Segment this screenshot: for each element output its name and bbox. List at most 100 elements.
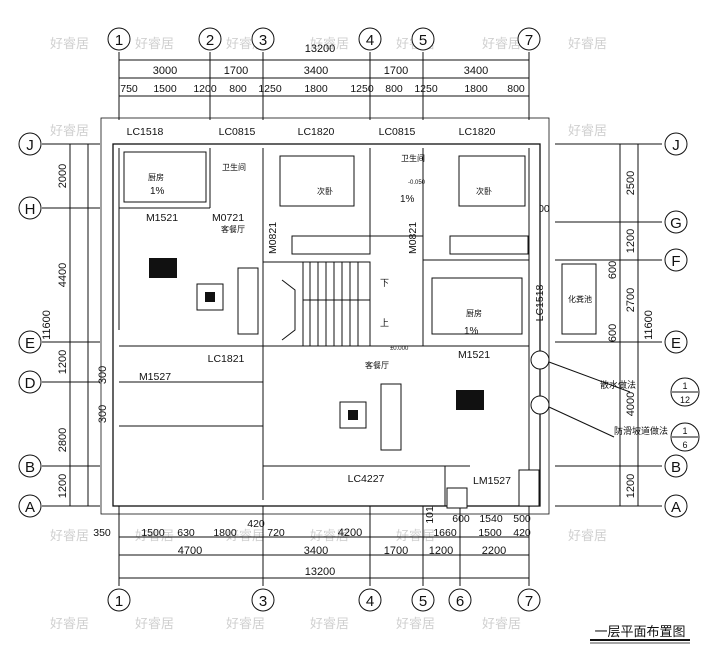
dim-right: 600 <box>607 261 619 279</box>
watermark: 好睿居 <box>50 37 89 52</box>
watermark: 好睿居 <box>310 37 349 52</box>
axis-label: 7 <box>525 593 533 610</box>
window-label: LC1821 <box>208 353 245 365</box>
dim-right-total: 11600 <box>643 310 655 340</box>
dim-bottom-small: 1540 <box>479 513 503 525</box>
axis-label: E <box>25 335 35 352</box>
watermark: 好睿居 <box>568 529 607 544</box>
watermark: 好睿居 <box>226 617 265 632</box>
dim-bottom-detail: 630 <box>177 527 195 539</box>
left-dimensions: 2000 4400 1200 300 2800 1200 300 11600 <box>41 144 109 506</box>
level: -0.050 <box>408 180 426 186</box>
axis-label: 4 <box>366 593 374 610</box>
dim-top-detail: 1200 <box>193 83 217 95</box>
dim-bottom-detail: 1800 <box>213 527 237 539</box>
window-label: LC1518 <box>127 126 164 138</box>
dim-bottom-small: 500 <box>513 513 531 525</box>
window-label: LC0815 <box>219 126 256 138</box>
watermark: 好睿居 <box>568 124 607 139</box>
dim-left: 300 <box>97 366 109 384</box>
dim-bottom-small: 600 <box>452 513 470 525</box>
window-label: LC1518 <box>534 284 546 321</box>
dim-bottom: 1700 <box>384 545 408 557</box>
room-septic-tank: 化粪池 <box>568 294 592 304</box>
dim-top: 1700 <box>224 65 248 77</box>
watermark: 好睿居 <box>482 617 521 632</box>
door-label: M0821 <box>267 222 279 254</box>
dim-right: 600 <box>607 324 619 342</box>
axis-label: A <box>25 499 35 516</box>
axis-label: J <box>672 137 680 154</box>
axis-label: 5 <box>419 593 427 610</box>
room-bedroom: 次卧 <box>317 186 333 196</box>
dim-bottom-detail: 1660 <box>433 527 457 539</box>
dim-left: 1200 <box>57 474 69 498</box>
window-label: LC4227 <box>348 473 385 485</box>
building <box>100 117 631 515</box>
room-bathroom: 卫生间 <box>401 153 425 163</box>
dim-right: 2500 <box>625 171 637 195</box>
axis-label: A <box>671 499 681 516</box>
level: ±0.000 <box>390 346 409 352</box>
dim-top-detail: 1250 <box>350 83 374 95</box>
dim-right: 4000 <box>625 392 637 416</box>
dim-bottom: 2200 <box>482 545 506 557</box>
axis-label: B <box>25 459 35 476</box>
room-labels: 厨房 卫生间 次卧 卫生间 次卧 客餐厅 厨房 客餐厅 化粪池 1% 1% 1%… <box>148 153 592 370</box>
dim-bottom: 4200 <box>338 527 362 539</box>
drawing-title: 一层平面布置图 <box>590 624 690 644</box>
right-dimensions: 2500 1200 600 2700 600 4000 1200 11600 <box>607 144 655 506</box>
axis-label: 1 <box>115 32 123 49</box>
room-living-dining: 客餐厅 <box>221 224 245 234</box>
axis-bubbles-left: J H E D B A <box>18 132 42 518</box>
room-kitchen: 厨房 <box>466 308 482 318</box>
window-label: LC0815 <box>379 126 416 138</box>
dim-top-detail: 800 <box>385 83 403 95</box>
dim-left: 2800 <box>57 428 69 452</box>
dim-top-detail: 1800 <box>464 83 488 95</box>
dim-bottom: 4700 <box>178 545 202 557</box>
dim-top: 3000 <box>153 65 177 77</box>
opening-labels: LC1518 LC0815 LC1820 LC0815 LC1820 LC182… <box>127 126 546 487</box>
ref-num: 1 <box>682 381 687 391</box>
window-label: LC1820 <box>459 126 496 138</box>
door-label: M0821 <box>407 222 419 254</box>
dim-top-detail: 1500 <box>153 83 177 95</box>
watermark: 好睿居 <box>310 617 349 632</box>
dim-top: 3400 <box>464 65 488 77</box>
door-label: M0721 <box>212 212 244 224</box>
dim-top: 1700 <box>384 65 408 77</box>
slope: 1% <box>400 194 415 205</box>
watermark: 好睿居 <box>50 124 89 139</box>
dim-bottom-detail: 350 <box>93 527 111 539</box>
ref-label: 防滑坡道做法 <box>614 425 668 436</box>
watermark: 好睿居 <box>396 617 435 632</box>
watermark: 好睿居 <box>135 37 174 52</box>
ref-den: 12 <box>680 395 690 405</box>
dim-top: 3400 <box>304 65 328 77</box>
dim-bottom-detail: 420 <box>513 527 531 539</box>
watermark: 好睿居 <box>482 37 521 52</box>
dim-left-extra: 300 <box>97 405 109 423</box>
dim-top-detail: 750 <box>120 83 138 95</box>
axis-label: 5 <box>419 32 427 49</box>
room-bedroom: 次卧 <box>476 186 492 196</box>
dim-right: 1200 <box>625 474 637 498</box>
room-bathroom: 卫生间 <box>222 162 246 172</box>
window-label: LC1820 <box>298 126 335 138</box>
bottom-dimensions: 350 1500 630 1800 420 720 1660 1500 420 … <box>93 513 531 579</box>
dim-left: 1200 <box>57 350 69 374</box>
ref-num: 1 <box>682 426 687 436</box>
dim-top-total: 13200 <box>305 43 336 55</box>
slope: 1% <box>150 186 165 197</box>
axis-bubbles-bottom: 1 3 4 5 6 7 <box>107 588 541 612</box>
watermark: 好睿居 <box>135 617 174 632</box>
section-refs: 散水做法 1 12 防滑坡道做法 1 6 <box>600 377 700 452</box>
dim-top-detail: 1250 <box>414 83 438 95</box>
axis-label: G <box>670 215 682 232</box>
axis-label: J <box>26 137 34 154</box>
axis-bubbles-top: 1 2 3 4 5 7 <box>107 27 541 51</box>
dim-left-total: 11600 <box>41 310 53 340</box>
door-label: M1527 <box>139 371 171 383</box>
